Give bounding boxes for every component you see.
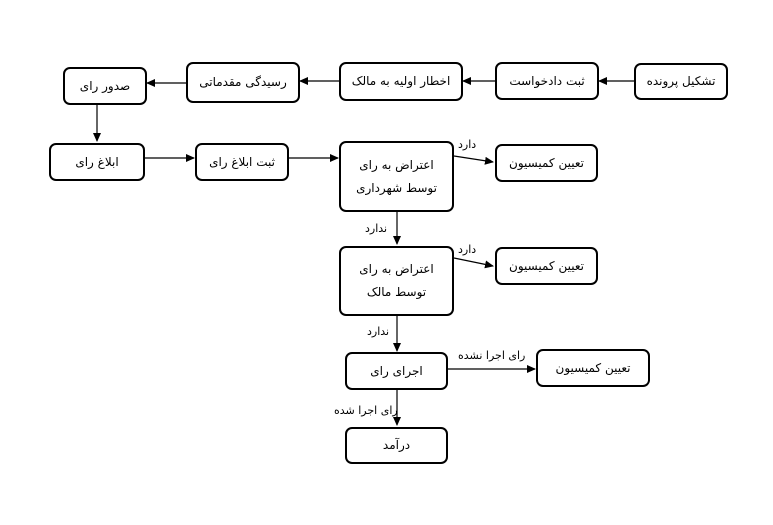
node-ekhtar-avalie: اخطار اولیه به مالک	[339, 62, 463, 101]
node-komisiun-2: تعیین کمیسیون	[495, 247, 598, 285]
node-komisiun-3: تعیین کمیسیون	[536, 349, 650, 387]
arrow-eteraz-to-komisiun-1	[453, 155, 494, 165]
node-sodur-rai: صدور رای	[63, 67, 147, 105]
label-rai-ejra-shode: رای اجرا شده	[334, 404, 398, 417]
label-darad-2: دارد	[458, 243, 477, 256]
label-rai-ejra-nashode: رای اجرا نشده	[458, 349, 526, 362]
node-ejra-rai: اجرای رای	[345, 352, 448, 390]
node-komisiun-1: تعیین کمیسیون	[495, 144, 598, 182]
node-eteraz-malek: اعتراض به رای توسط مالک	[339, 246, 454, 316]
arrow-eteraz-malek-to-komisiun-2	[453, 257, 494, 269]
label-darad-1: دارد	[458, 138, 477, 151]
node-sabt-dadkhast: ثبت دادخواست	[495, 62, 599, 100]
node-sabt-eblagh-rai: ثبت ابلاغ رای	[195, 143, 289, 181]
node-tashkil-parvande: تشکیل پرونده	[634, 63, 728, 100]
label-nadarad-2: ندارد	[367, 325, 390, 338]
label-nadarad-1: ندارد	[365, 222, 388, 235]
node-daramad: درآمد	[345, 427, 448, 464]
node-eblagh-rai: ابلاغ رای	[49, 143, 145, 181]
node-eteraz-shahrdari: اعتراض به رای توسط شهرداری	[339, 141, 454, 212]
node-residegi-moghadamati: رسیدگی مقدماتی	[186, 62, 300, 103]
